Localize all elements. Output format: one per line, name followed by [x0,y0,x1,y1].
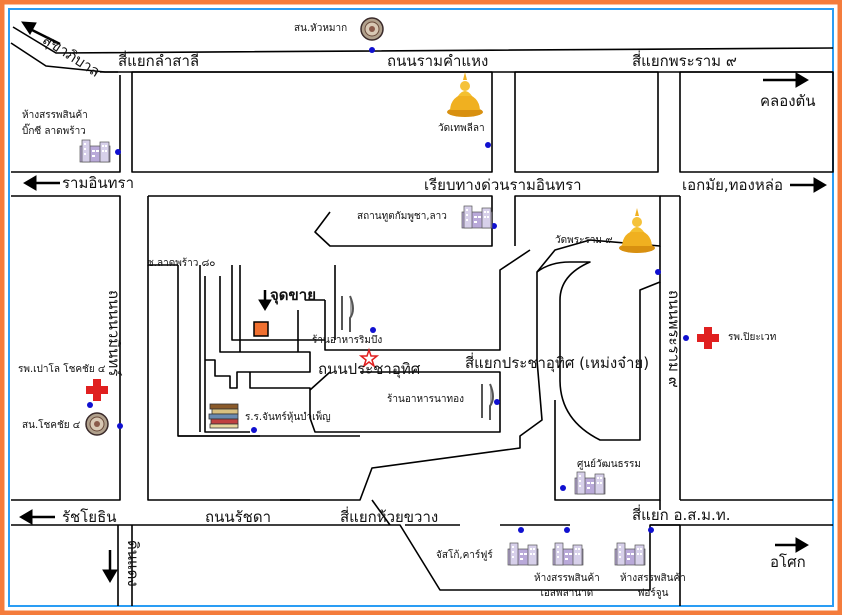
police-badge-icon [85,412,109,436]
road-label-pracha-junction: สี่แยกประชาอุทิศ (เหม่งจ๋าย) [465,354,650,372]
road-label-pracha-uthit: ถนนประชาอุทิศ [318,360,421,378]
place-cultural-center: ศูนย์วัฒนธรรม [577,459,641,470]
place-wat-thep: วัดเทพลีลา [438,123,485,134]
place-restaurant-na-thong: ร้านอาหารนาทอง [387,394,464,405]
buddha-statue-icon [447,72,483,117]
road-label-rama9-road: ถนนพระราม ๙ [665,290,683,388]
place-school: ร.ร.จันทร์หุ้นบำเพ็ญ [245,412,331,423]
place-shop: จุดขาย [270,286,316,304]
road-label-ramintra: รามอินทรา [62,174,134,192]
buddha-statue-icon [619,208,655,253]
place-cambodia-embassy: สถานทูตกัมพูชา,ลาว [357,211,447,222]
fork-knife-icon [341,295,494,420]
road-label-asok: อโศก [770,553,806,571]
road-label-lamsali: สี่แยกลำสาลี [118,52,200,70]
place-hospital-paolo: รพ.เปาโล โชคชัย ๔ [18,364,106,375]
place-restaurant-rim-bueng: ร้านอาหารริมบึง [312,335,383,346]
road-label-huai-khwang: สี่แยกห้วยขวาง [340,508,439,526]
road-label-rama9-junction: สี่แยกพระราม ๙ [632,52,737,70]
place-fortune: ห้างสรรพสินค้า ฟอร์จูน [620,573,686,599]
road-label-expressway: เรียบทางด่วนรามอินทรา [424,176,582,194]
place-wat-rama9: วัดพระราม ๙ [555,235,613,246]
building-icon [614,542,646,566]
road-label-khlongton: คลองตัน [760,92,816,110]
building-icon [552,542,584,566]
road-label-osmt: สี่แยก อ.ส.ม.ท. [632,506,731,524]
place-big-c: ห้างสรรพสินค้า บิ๊กซี ลาดพร้าว [22,110,88,137]
building-icon [79,139,111,163]
location-dots [87,47,689,533]
books-icon [208,403,239,429]
road-label-nawamin: ถนนนวมินทร์ [105,290,123,377]
road-label-soi-ladprao: ซ.ลาดพร้าว ๘๐ [147,258,216,269]
building-icon [507,542,539,566]
star-marker [358,347,380,369]
road-label-ekkamai: เอกมัย,ทองหล่อ [682,176,783,194]
road-label-ratchada: ถนนรัชดา [205,508,271,526]
place-hospital-piyavate: รพ.ปิยะเวท [728,332,777,343]
road-label-ramkhamhaeng: ถนนรามคำแหง [387,52,489,70]
police-badge-icon [360,17,384,41]
road-label-din-daeng: ดินแดง [124,540,142,587]
place-esplanade: ห้างสรรพสินค้า เอสพลานาด [534,573,600,599]
red-cross-icon [86,379,108,401]
place-police-hua-mak: สน.หัวหมาก [294,23,348,34]
place-police-chokchai: สน.โชคชัย ๔ [22,420,81,431]
red-cross-icon [697,327,719,349]
shop-marker-icon [253,321,269,337]
building-icon [574,471,606,495]
place-jusco: จัสโก้,คาร์ฟูร์ [436,550,493,561]
road-label-ratchayothin: รัชโยธิน [62,508,117,526]
building-icon [461,205,493,229]
